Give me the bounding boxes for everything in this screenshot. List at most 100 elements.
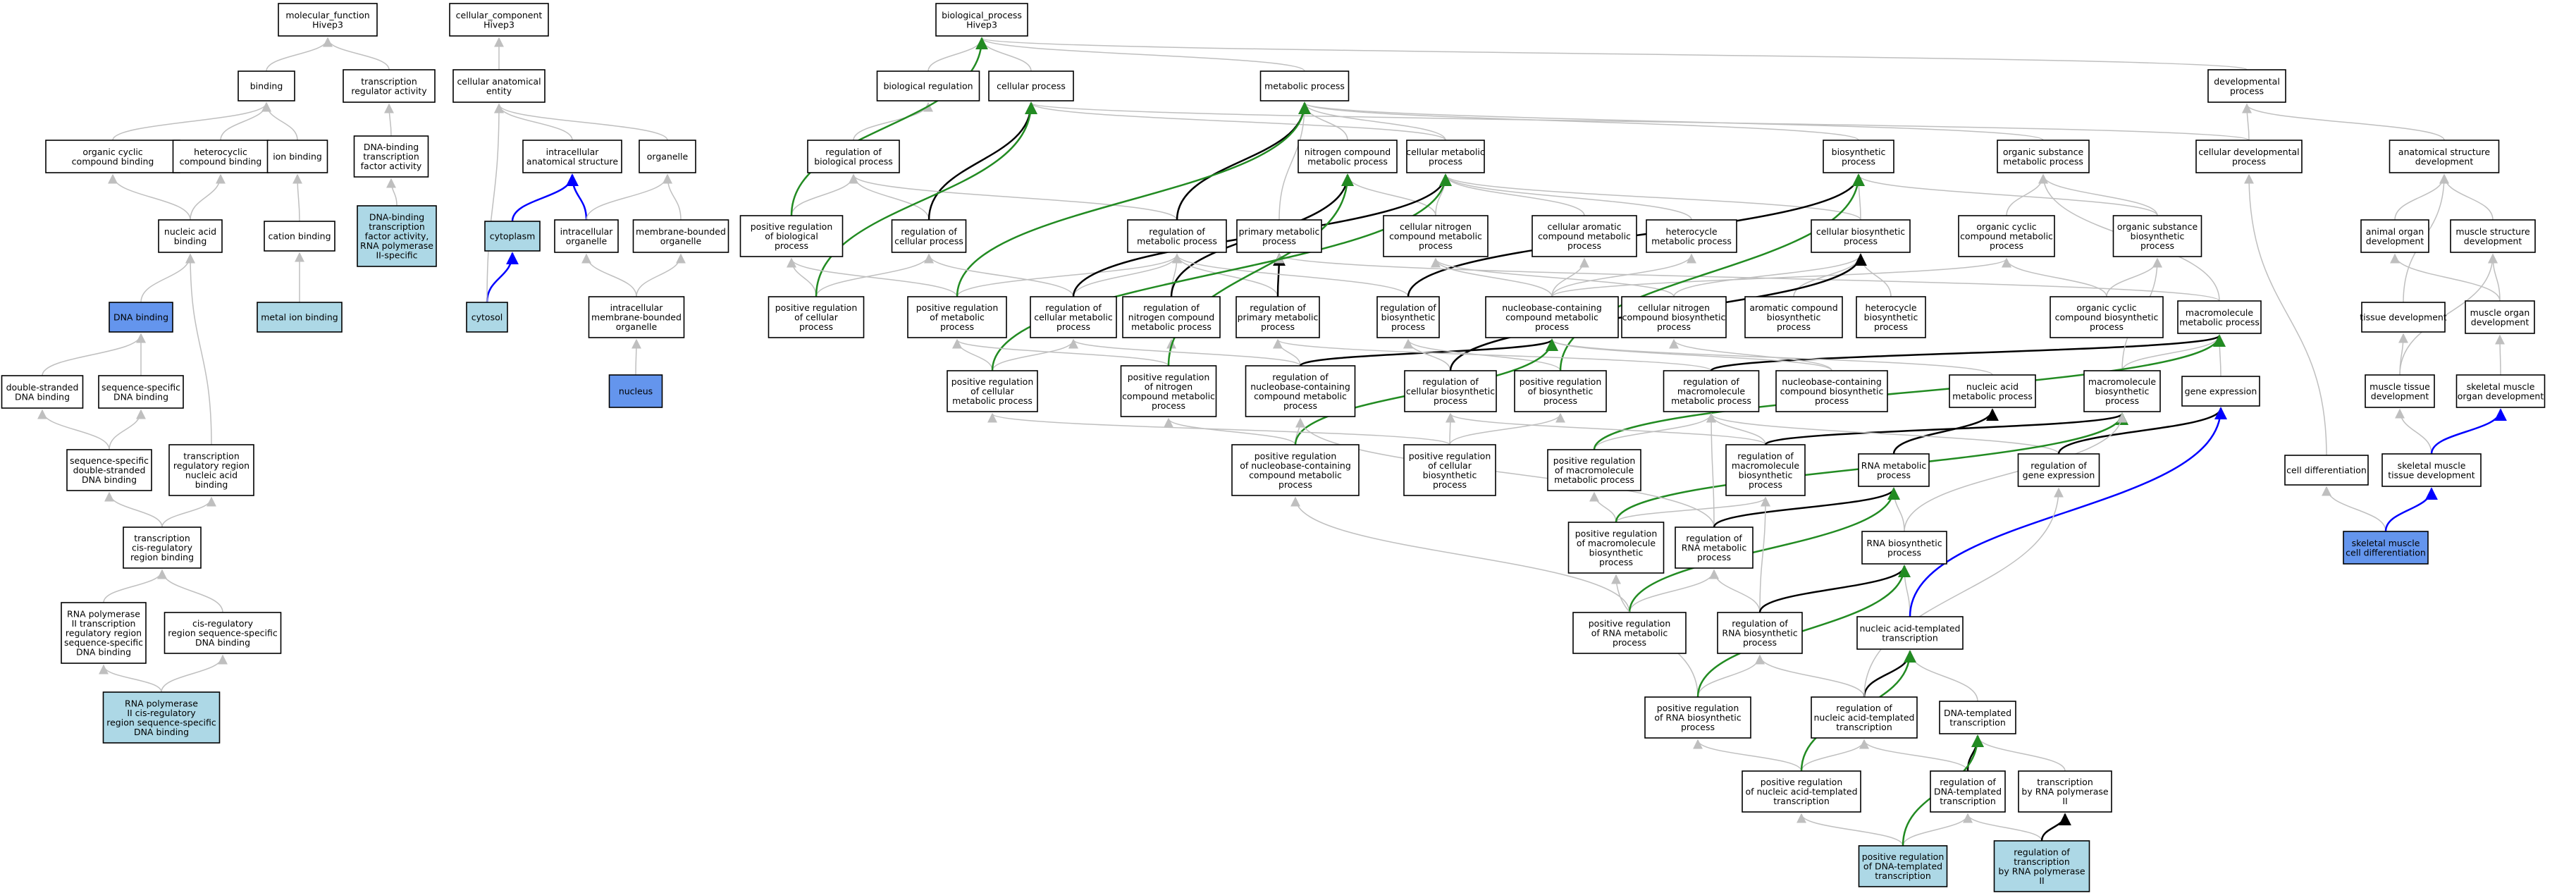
node-organelle[interactable]: organelle — [639, 140, 696, 173]
node-ionb[interactable]: ion binding — [266, 140, 328, 173]
node-rmbp[interactable]: regulation ofmacromoleculebiosyntheticpr… — [1725, 444, 1806, 496]
node-breg[interactable]: biological regulation — [876, 70, 980, 101]
node-metalionb[interactable]: metal ion binding — [257, 302, 343, 333]
node-binding[interactable]: binding — [238, 70, 295, 101]
node-cytoplasm[interactable]: cytoplasm — [484, 221, 541, 252]
node-nucleus[interactable]: nucleus — [608, 374, 663, 408]
node-td[interactable]: tissue development — [2360, 302, 2447, 333]
node-celldiff[interactable]: cell differentiation — [2284, 455, 2369, 486]
node-ge[interactable]: gene expression — [2181, 376, 2260, 407]
node-cellproc[interactable]: cellular process — [988, 70, 1074, 101]
node-rnbcmp[interactable]: regulation ofnucleobase-containingcompou… — [1245, 365, 1356, 417]
node-dnab[interactable]: DNA binding — [109, 302, 173, 333]
node-cationb[interactable]: cation binding — [264, 221, 335, 252]
node-cytosol[interactable]: cytosol — [466, 302, 508, 333]
node-metproc[interactable]: metabolic process — [1259, 70, 1350, 101]
